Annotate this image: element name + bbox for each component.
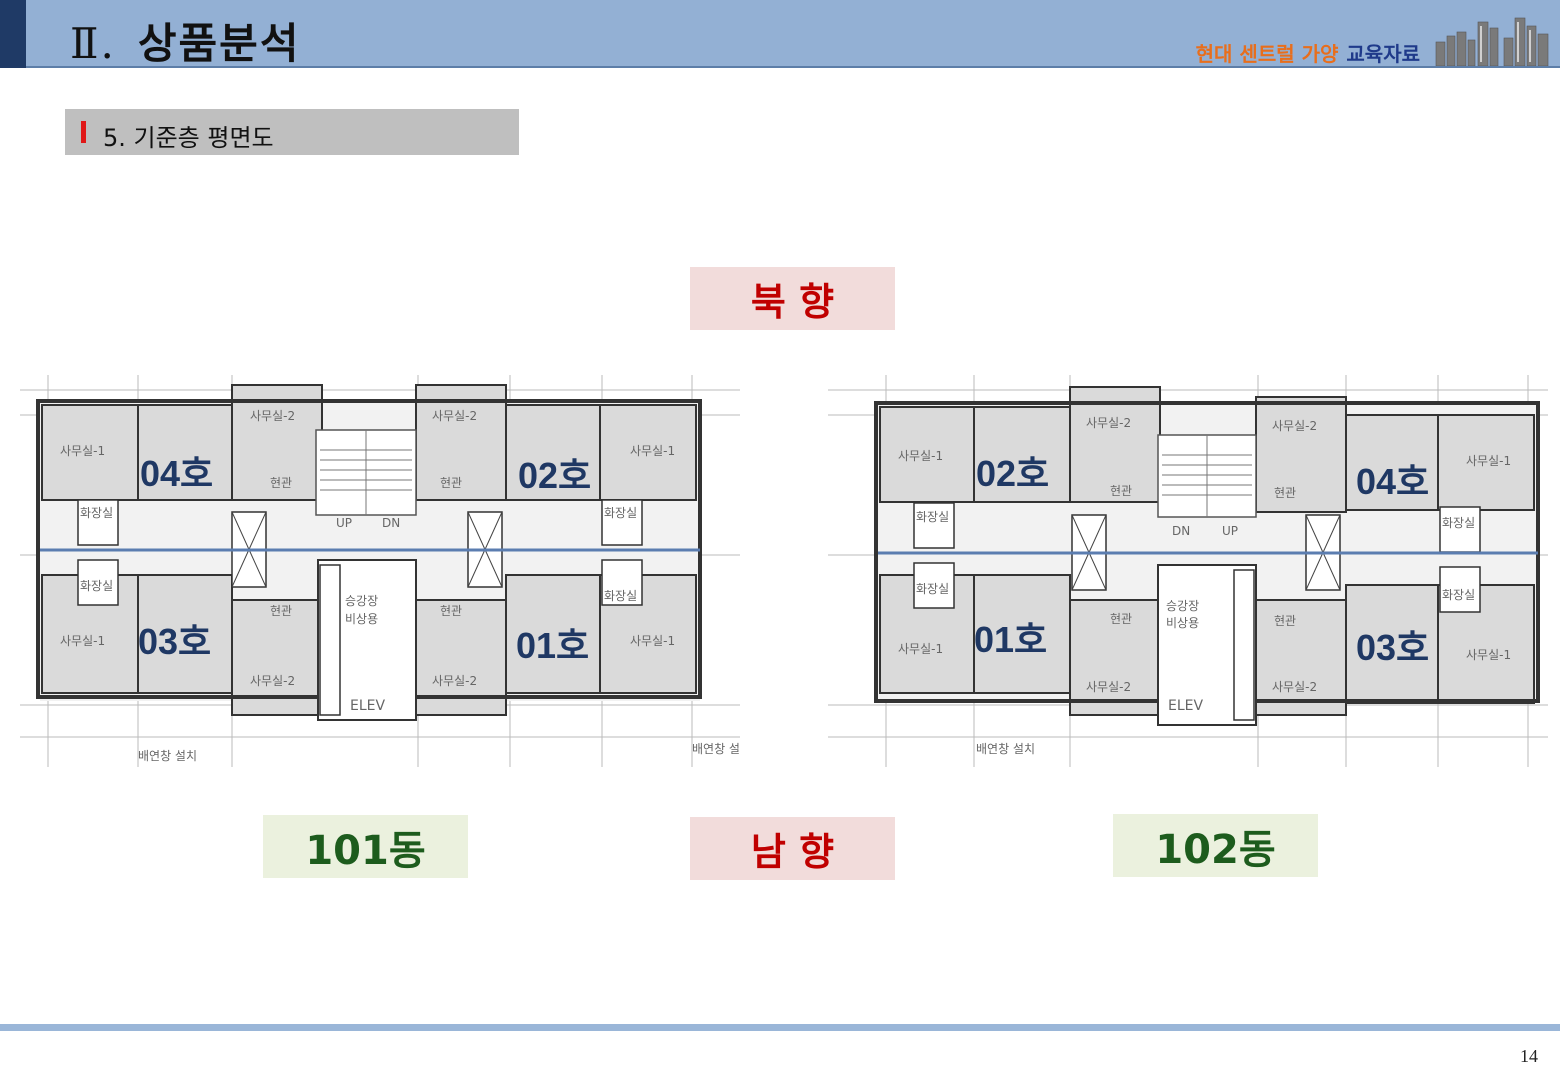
building-102-label: 102동	[1113, 814, 1318, 877]
document-type: 교육자료	[1346, 42, 1420, 66]
room-label: 화장실	[916, 582, 949, 596]
room-label: 화장실	[80, 506, 113, 520]
room-label: 현관	[440, 604, 462, 618]
stair-label: DN	[1172, 524, 1190, 538]
room-label: 사무실-2	[1086, 680, 1131, 694]
header-bar: Ⅱ. 상품분석 현대 센트럴 가양 교육자료	[0, 0, 1560, 68]
room-label: 사무실-2	[250, 409, 295, 423]
stair-label: UP	[336, 516, 352, 530]
room-label: 화장실	[1442, 516, 1475, 530]
section-heading: 5. 기준층 평면도	[65, 109, 519, 155]
unit-label: 04호	[1356, 461, 1430, 502]
section-title: 5. 기준층 평면도	[103, 124, 274, 152]
room-label: 화장실	[916, 510, 949, 524]
room-label: 사무실-2	[1272, 419, 1317, 433]
unit-label: 02호	[518, 455, 592, 496]
floor-plan-102-drawing: 사무실-1 사무실-2 사무실-2 사무실-1 사무실-1 사무실-2 사무실-…	[828, 375, 1548, 767]
chapter-number: Ⅱ.	[70, 19, 116, 68]
room-label: 현관	[270, 604, 292, 618]
floor-plan-101-drawing: 사무실-1 사무실-2 사무실-2 사무실-1 사무실-1 사무실-2 사무실-…	[20, 375, 751, 767]
floor-plan-101: 사무실-1 사무실-2 사무실-2 사무실-1 사무실-1 사무실-2 사무실-…	[20, 375, 751, 767]
room-label: 화장실	[604, 506, 637, 520]
room-label: 비상용	[345, 612, 378, 626]
room-label: 사무실-1	[630, 444, 675, 458]
document-subtitle: 현대 센트럴 가양 교육자료	[1196, 38, 1420, 67]
room-label: 현관	[1110, 612, 1132, 626]
south-direction-label: 남 향	[690, 817, 895, 880]
room-label: 사무실-1	[60, 634, 105, 648]
room-label: 승강장	[1166, 599, 1199, 613]
room-label: 사무실-2	[432, 674, 477, 688]
page-title: Ⅱ. 상품분석	[70, 10, 300, 71]
room-label: 사무실-2	[1272, 680, 1317, 694]
floor-plan-102: 사무실-1 사무실-2 사무실-2 사무실-1 사무실-1 사무실-2 사무실-…	[828, 375, 1548, 767]
unit-label: 03호	[1356, 627, 1430, 668]
chapter-title: 상품분석	[137, 19, 301, 68]
north-direction-label: 북 향	[690, 267, 895, 330]
room-label: 사무실-1	[898, 642, 943, 656]
unit-label: 03호	[138, 621, 212, 662]
unit-label: 02호	[976, 453, 1050, 494]
room-label: 승강장	[345, 594, 378, 608]
building-101-label: 101동	[263, 815, 468, 878]
unit-label: 01호	[974, 619, 1048, 660]
room-label: 비상용	[1166, 616, 1199, 630]
room-label: 사무실-1	[1466, 648, 1511, 662]
room-label: ELEV	[1168, 698, 1203, 714]
room-label: 현관	[440, 476, 462, 490]
room-label: 화장실	[80, 579, 113, 593]
room-label: 사무실-2	[1086, 416, 1131, 430]
room-label: 사무실-1	[60, 444, 105, 458]
room-label: 사무실-2	[432, 409, 477, 423]
room-label: 현관	[1110, 484, 1132, 498]
room-label: 화장실	[604, 589, 637, 603]
room-label: 현관	[1274, 486, 1296, 500]
unit-label: 01호	[516, 625, 590, 666]
room-label: 사무실-2	[250, 674, 295, 688]
stair-label: UP	[1222, 524, 1238, 538]
note-label: 배연창 설치	[692, 742, 740, 756]
footer-divider	[0, 1024, 1560, 1031]
note-label: 배연창 설치	[138, 749, 197, 763]
page-number: 14	[1520, 1046, 1538, 1066]
project-name: 현대 센트럴 가양	[1195, 42, 1339, 66]
section-marker	[81, 121, 86, 143]
room-label: 사무실-1	[630, 634, 675, 648]
room-label: ELEV	[350, 698, 385, 714]
skyline-logo-icon	[1435, 17, 1549, 66]
room-label: 현관	[270, 476, 292, 490]
stair-label: DN	[382, 516, 400, 530]
note-label: 배연창 설치	[976, 742, 1035, 756]
room-label: 화장실	[1442, 588, 1475, 602]
header-accent-tab	[0, 0, 26, 68]
room-label: 사무실-1	[898, 449, 943, 463]
room-label: 현관	[1274, 614, 1296, 628]
unit-label: 04호	[140, 453, 214, 494]
room-label: 사무실-1	[1466, 454, 1511, 468]
